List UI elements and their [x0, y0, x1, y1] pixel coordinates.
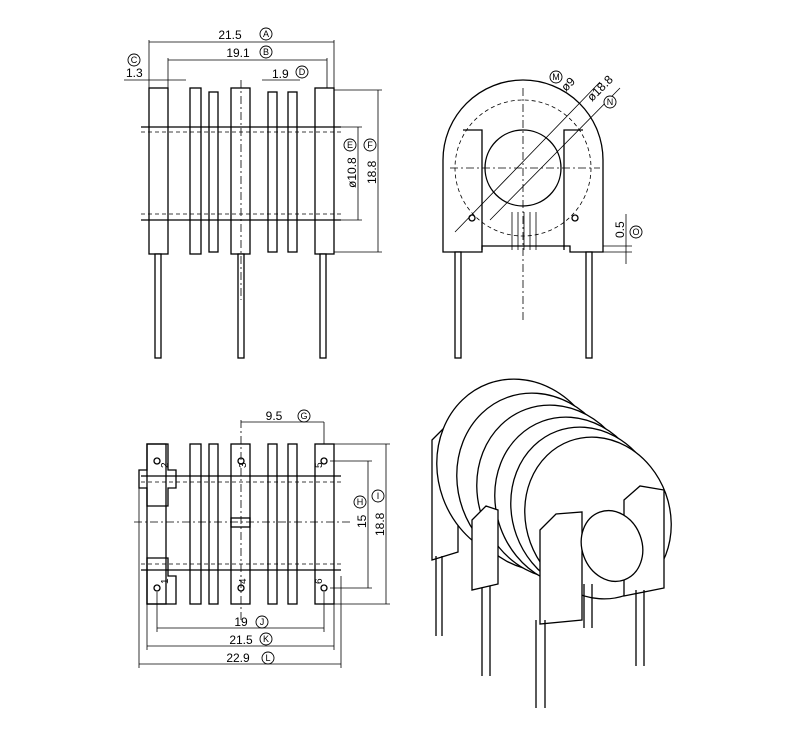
marker-n: N — [607, 97, 614, 107]
marker-f: F — [367, 140, 373, 150]
pin-label-2: 2 — [160, 462, 171, 468]
pin-label-1: 1 — [160, 578, 171, 584]
flange — [287, 91, 298, 253]
dim-k-value: 21.5 — [229, 633, 253, 647]
marker-i: I — [377, 491, 380, 501]
dim-g-value: 9.5 — [266, 409, 283, 423]
marker-l: L — [265, 653, 270, 663]
dim-l-value: 22.9 — [226, 651, 250, 665]
flange — [267, 91, 278, 253]
pin-label-4: 4 — [238, 578, 249, 584]
right-flange — [314, 87, 335, 255]
flange — [208, 91, 219, 253]
pin — [454, 251, 462, 359]
marker-b: B — [263, 47, 269, 57]
bobbin-outline — [442, 79, 604, 253]
dim-f-value: 18.8 — [365, 160, 379, 184]
marker-h: H — [357, 497, 364, 507]
dim-a-value: 21.5 — [218, 28, 242, 42]
marker-d: D — [299, 67, 306, 77]
marker-a: A — [263, 29, 269, 39]
pin — [319, 253, 327, 359]
dim-o-value: 0.5 — [613, 221, 627, 238]
flange — [189, 87, 202, 255]
pin — [154, 253, 162, 359]
dim-j-value: 19 — [234, 615, 248, 629]
dim-c-value: 1.3 — [126, 66, 143, 80]
dim-h-value: 15 — [355, 514, 369, 528]
dim-b-value: 19.1 — [226, 46, 250, 60]
marker-j: J — [260, 617, 265, 627]
marker-c: C — [131, 55, 138, 65]
core-hole-iso — [580, 509, 644, 583]
dim-d-value: 1.9 — [272, 67, 289, 81]
dim-i-value: 18.8 — [373, 512, 387, 536]
marker-k: K — [263, 634, 269, 644]
isometric-view — [431, 378, 672, 708]
bottom-view: 2 3 5 1 4 6 9.5 G H 15 I 18.8 19 J 21.5 … — [134, 409, 390, 668]
front-view: 21.5 A 19.1 B 1.3 C 1.9 D ø10.8 E 18.8 F — [124, 27, 382, 359]
side-view: ø9 M ø18.8 N 0.5 O — [442, 70, 643, 359]
marker-e: E — [347, 140, 353, 150]
pin-label-6: 6 — [314, 578, 325, 584]
marker-g: G — [300, 411, 307, 421]
dim-e-value: ø10.8 — [345, 157, 359, 188]
pin-label-3: 3 — [238, 462, 249, 468]
center-flange — [230, 87, 251, 255]
marker-o: O — [632, 227, 639, 237]
pin — [585, 251, 593, 359]
marker-m: M — [552, 72, 560, 82]
pin-label-5: 5 — [314, 462, 325, 468]
pin — [237, 253, 245, 359]
left-flange — [148, 87, 169, 255]
